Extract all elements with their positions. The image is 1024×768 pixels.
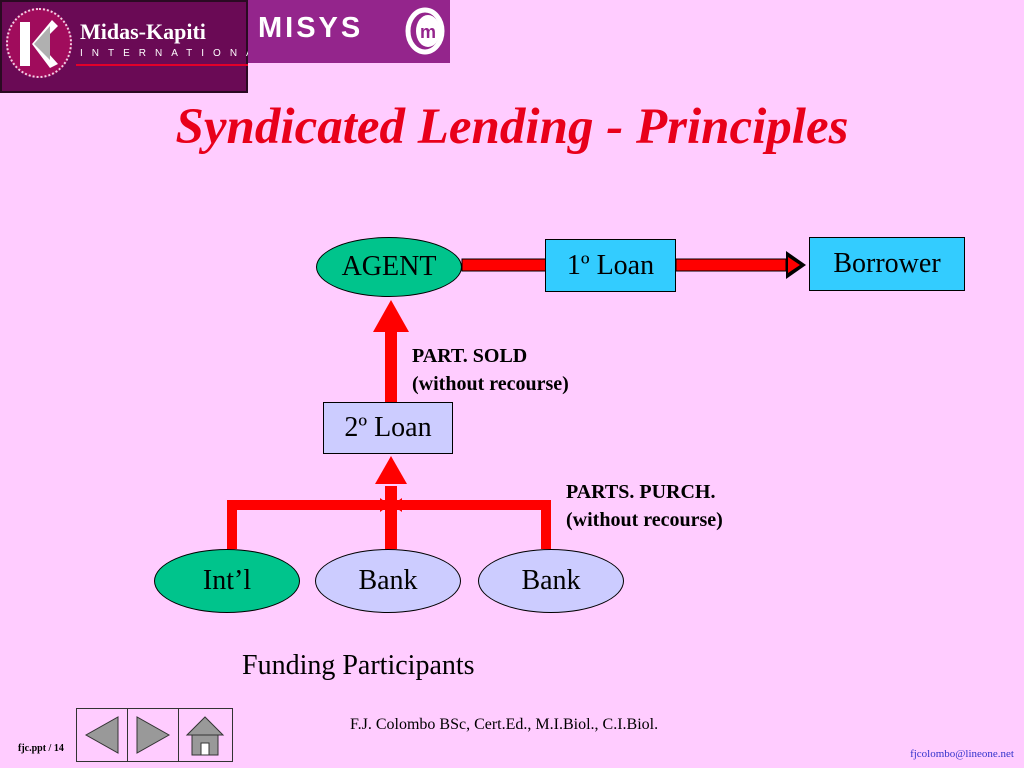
slide-title: Syndicated Lending - Principles	[175, 99, 849, 155]
misys-m-icon: m	[405, 7, 445, 55]
logo-emblem-icon	[6, 8, 72, 78]
note-line: (without recourse)	[566, 509, 723, 531]
back-arrow-icon	[84, 716, 119, 754]
slide-file-id: fjc.ppt / 14	[18, 743, 64, 754]
loan2-node: 2º Loan	[323, 402, 453, 454]
logo-divider	[76, 64, 248, 66]
part-sold-note: PART. SOLD (without recourse)	[412, 342, 569, 398]
misys-logo: MISYS m	[248, 0, 450, 63]
center-participant-connector	[385, 486, 397, 549]
diagram-caption: Funding Participants	[242, 650, 475, 681]
back-button[interactable]	[77, 709, 128, 761]
home-icon	[185, 716, 224, 756]
right-participant-connector	[391, 500, 551, 510]
slide-navigation	[76, 708, 233, 762]
participant-bank-node: Bank	[315, 549, 461, 613]
home-button[interactable]	[179, 709, 230, 761]
loan2-to-agent-arrow-shaft	[385, 330, 397, 402]
note-line: PARTS. PURCH.	[566, 481, 716, 503]
agent-to-loan1-connector	[461, 258, 547, 272]
agent-node: AGENT	[316, 237, 462, 297]
midas-kapiti-logo: Midas-Kapiti INTERNATIONAL	[0, 0, 267, 93]
logo-subtitle: INTERNATIONAL	[80, 48, 277, 59]
forward-button[interactable]	[128, 709, 179, 761]
parts-purch-note: PARTS. PURCH. (without recourse)	[566, 478, 723, 534]
svg-text:m: m	[420, 22, 436, 42]
author-email[interactable]: fjcolombo@lineone.net	[910, 748, 1014, 760]
author-credit: F.J. Colombo BSc, Cert.Ed., M.I.Biol., C…	[350, 716, 659, 733]
note-line: PART. SOLD	[412, 345, 528, 367]
agent-arrowhead	[373, 300, 409, 332]
participant-intl-node: Int’l	[154, 549, 300, 613]
participant-bank-node: Bank	[478, 549, 624, 613]
borrower-node: Borrower	[809, 237, 965, 291]
logo-name: Midas-Kapiti	[80, 19, 206, 44]
forward-arrow-icon	[136, 716, 171, 754]
loan2-arrowhead	[375, 456, 407, 484]
left-participant-connector	[227, 500, 391, 510]
misys-wordmark: MISYS	[258, 12, 364, 44]
loan1-node: 1º Loan	[545, 239, 676, 292]
loan1-to-borrower-arrow-shaft	[675, 258, 787, 272]
note-line: (without recourse)	[412, 373, 569, 395]
